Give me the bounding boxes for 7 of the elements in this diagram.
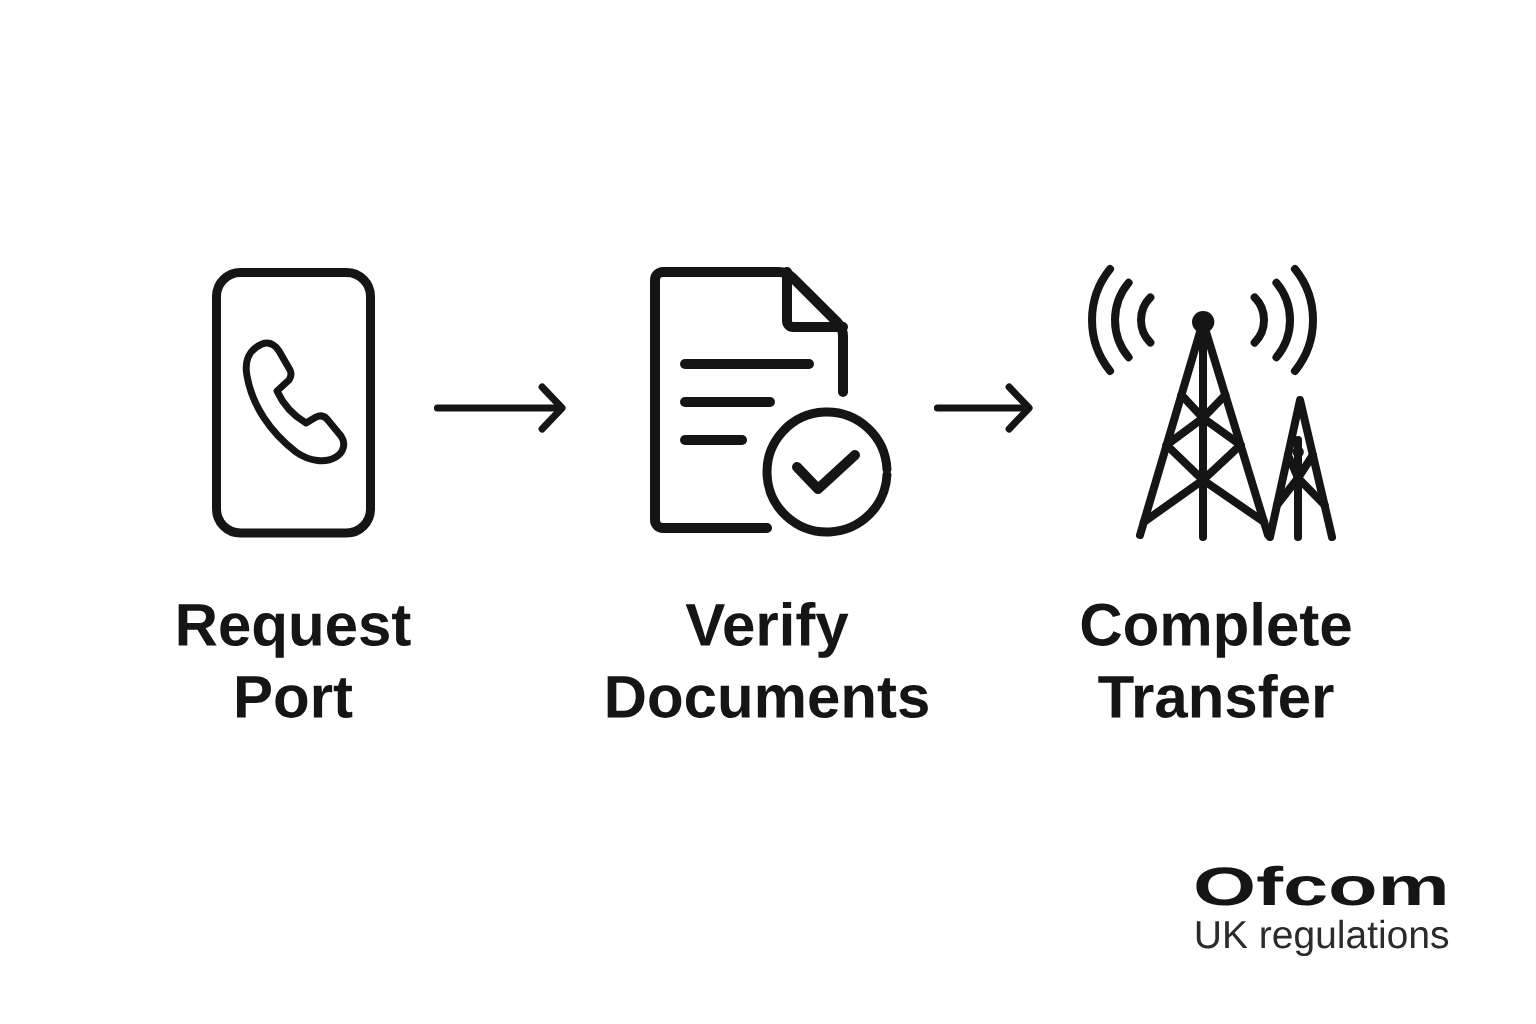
arrow [933, 383, 1033, 433]
process-step: Request Port [178, 604, 411, 718]
arrow [433, 383, 566, 433]
organization-name: Ofcom [1196, 865, 1445, 906]
tagline: UK regulations [1196, 919, 1449, 957]
process-step: Verify Documents [607, 601, 928, 718]
process-step: Complete Transfer [1081, 601, 1351, 718]
